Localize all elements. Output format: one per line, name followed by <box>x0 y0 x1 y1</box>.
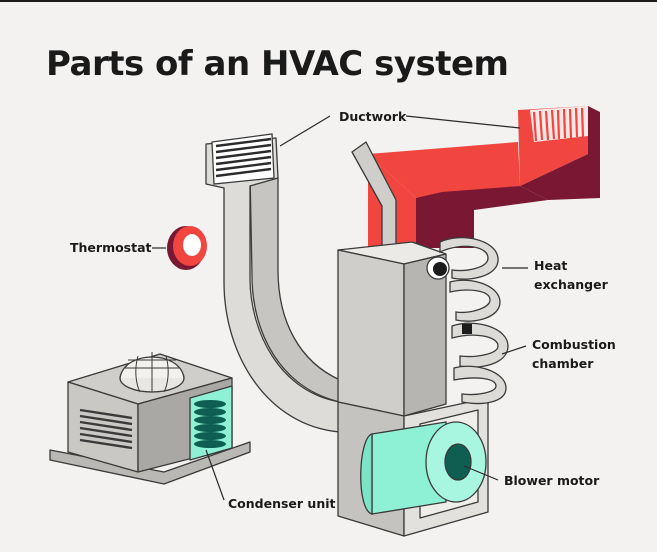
supply-duct <box>368 106 600 248</box>
page-title: Parts of an HVAC system <box>46 44 509 84</box>
label-condenser-unit: Condenser unit <box>228 496 336 511</box>
condenser-coil <box>194 400 226 448</box>
label-combustion-1: Combustion <box>532 337 616 352</box>
condenser-unit <box>49 352 251 485</box>
supply-grille-slats <box>532 107 585 142</box>
combustion-chamber <box>451 322 509 405</box>
blower-motor <box>360 421 487 515</box>
heat-exchanger <box>426 237 501 322</box>
label-blower-motor: Blower motor <box>504 473 600 488</box>
condenser-fan-grid <box>124 352 180 393</box>
label-combustion-2: chamber <box>532 356 594 371</box>
label-ductwork: Ductwork <box>339 109 407 124</box>
label-heat-exchanger-2: exchanger <box>534 277 609 292</box>
thermostat-icon <box>167 226 207 270</box>
condenser-vents <box>79 408 133 450</box>
return-grille-slats <box>215 137 272 178</box>
label-thermostat: Thermostat <box>70 240 152 255</box>
leader-lines <box>152 115 528 501</box>
label-heat-exchanger-1: Heat <box>534 258 567 273</box>
